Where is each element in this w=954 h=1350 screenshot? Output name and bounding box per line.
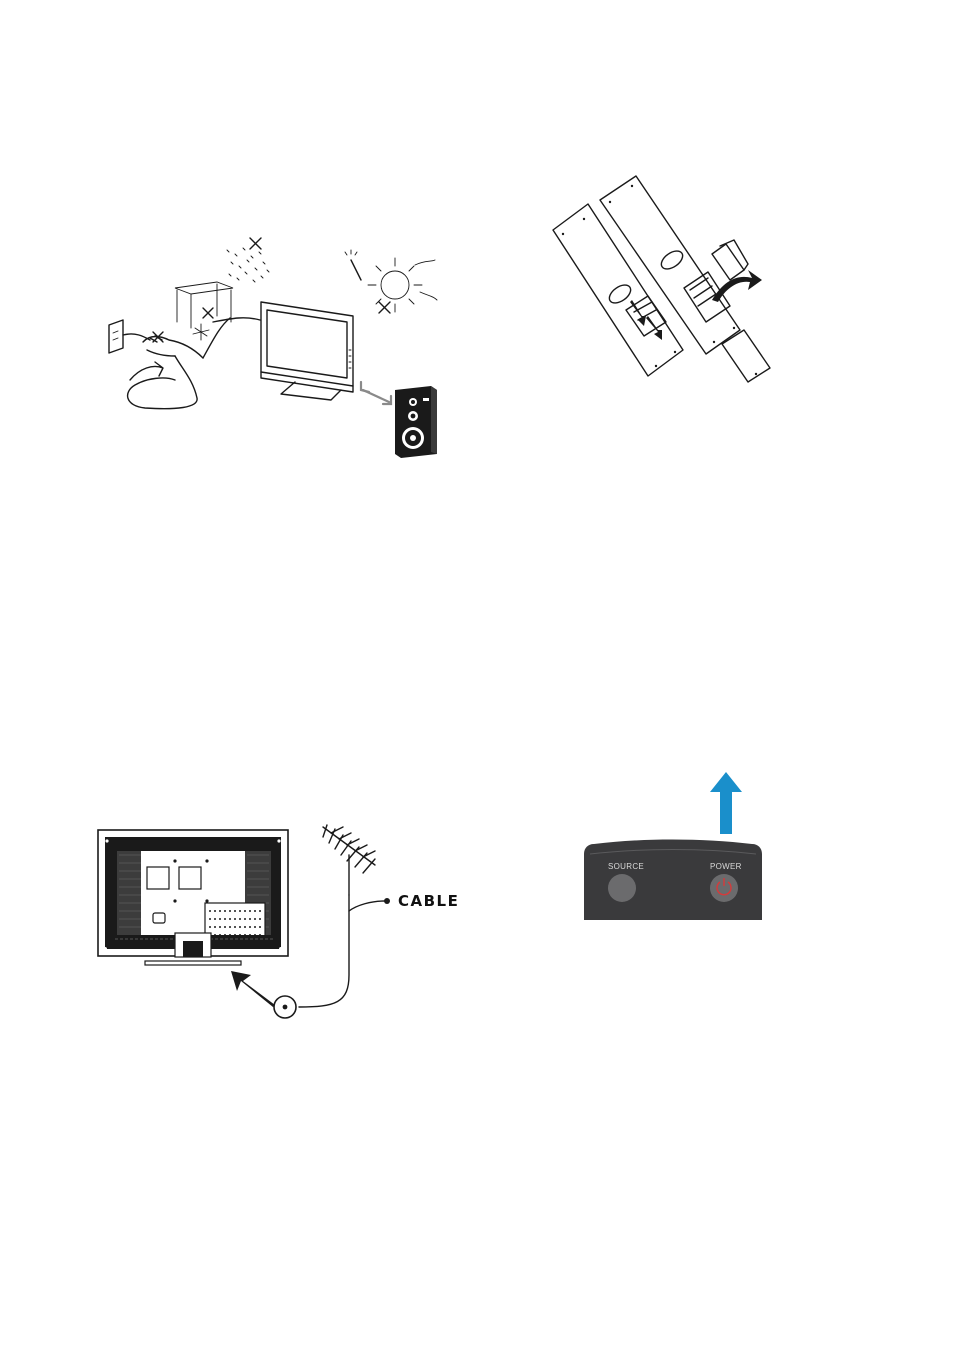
antenna-cable [299, 895, 349, 1007]
battery-cover [712, 240, 748, 280]
power-on-figure: SOURCE POWER [582, 772, 767, 922]
speaker-icon [395, 386, 437, 458]
cable-pointer [349, 898, 390, 911]
tv-front-icon [261, 302, 353, 400]
wall-outlet-icon [109, 320, 150, 353]
cable-label: CABLE [398, 892, 459, 910]
coax-connector-icon [274, 996, 296, 1018]
remote-back-cover [553, 204, 683, 376]
antenna-connection-figure: CABLE [95, 815, 465, 1030]
power-label: POWER [710, 862, 742, 871]
tv-back-icon [98, 830, 288, 965]
curved-arrow-icon [130, 362, 163, 380]
up-arrow-icon [710, 772, 742, 834]
power-cord [128, 356, 198, 409]
x-mark-icon [250, 238, 261, 249]
source-label: SOURCE [608, 862, 644, 871]
x-mark-icon [379, 302, 390, 313]
water-droplets-icon [227, 248, 269, 282]
insert-arrow-icon [231, 971, 275, 1007]
candle-icon [345, 250, 361, 280]
antenna-icon [323, 825, 375, 895]
safety-warnings-figure [95, 230, 475, 470]
sun-icon [368, 258, 437, 312]
x-mark-icon [203, 308, 213, 318]
table-icon [175, 282, 233, 328]
double-arrow-icon [361, 382, 391, 404]
remote-battery-figure [548, 170, 778, 395]
source-button[interactable] [608, 874, 636, 902]
